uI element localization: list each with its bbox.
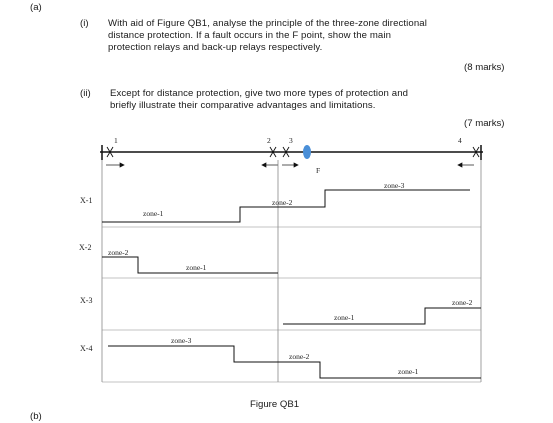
q2-marks: (7 marks) <box>464 118 505 129</box>
fault-label: F <box>316 166 320 175</box>
breaker-2 <box>269 146 277 158</box>
bus-label-4: 4 <box>458 136 462 145</box>
zone-step-x4 <box>108 345 481 379</box>
direction-arrow-2 <box>261 162 278 168</box>
zone-label-x2-z1: zone-1 <box>186 263 207 272</box>
zone-label-x1-z2: zone-2 <box>272 198 293 207</box>
figure-caption: Figure QB1 <box>250 399 300 410</box>
direction-arrow-1 <box>106 162 125 168</box>
part-label: (a) <box>30 2 42 13</box>
row-label-x2: X-2 <box>79 243 91 252</box>
q1-line: distance protection. If a fault occurs i… <box>108 30 392 41</box>
q1-marks: (8 marks) <box>464 62 505 73</box>
zone-label-x4-z2: zone-2 <box>289 352 310 361</box>
zone-label-x4-z1: zone-1 <box>398 367 419 376</box>
row-label-x3: X-3 <box>80 296 92 305</box>
row-label-x4: X-4 <box>80 344 92 353</box>
zone-label-x2-z2: zone-2 <box>108 248 129 257</box>
zone-label-x1-z3: zone-3 <box>384 181 405 190</box>
bus-label-3: 3 <box>289 136 293 145</box>
row-label-x1: X-1 <box>80 196 92 205</box>
q2-line: briefly illustrate their comparative adv… <box>110 100 376 111</box>
zone-step-x2 <box>102 256 278 274</box>
q1-number: (i) <box>80 18 89 29</box>
next-part-label: (b) <box>30 411 42 422</box>
q1-line: With aid of Figure QB1, analyse the prin… <box>108 18 427 29</box>
q2-line: Except for distance protection, give two… <box>110 88 409 99</box>
bus-label-2: 2 <box>267 136 271 145</box>
zone-label-x4-z3: zone-3 <box>171 336 192 345</box>
direction-arrow-3 <box>282 162 299 168</box>
breaker-3 <box>282 146 290 158</box>
breaker-4 <box>472 146 480 158</box>
zone-step-x3 <box>283 307 481 325</box>
fault-marker <box>303 145 311 159</box>
zone-label-x3-z1: zone-1 <box>334 313 355 322</box>
zone-label-x1-z1: zone-1 <box>143 209 164 218</box>
q1-line: protection relays and back-up relays res… <box>108 42 323 53</box>
direction-arrow-4 <box>457 162 474 168</box>
zone-step-x1 <box>102 189 470 223</box>
bus-label-1: 1 <box>114 136 118 145</box>
breaker-1 <box>106 146 114 158</box>
q2-number: (ii) <box>80 88 91 99</box>
zone-label-x3-z2: zone-2 <box>452 298 473 307</box>
